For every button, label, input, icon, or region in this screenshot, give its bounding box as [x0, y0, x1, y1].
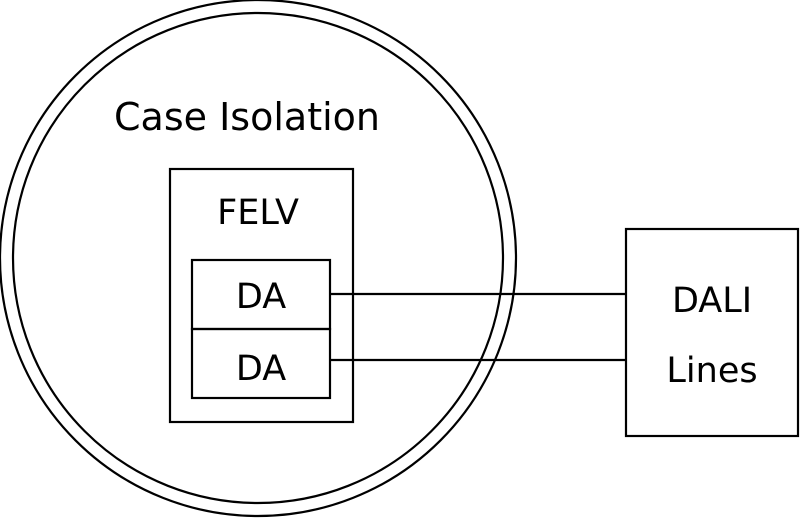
dali-label-line2: Lines [666, 351, 757, 391]
da-box-bottom [190, 327, 332, 400]
case-isolation-outer-circle [0, 0, 518, 518]
da-bottom-label: DA [236, 349, 286, 389]
felv-box [168, 167, 355, 424]
dali-lines-box [624, 227, 800, 438]
felv-label: FELV [217, 193, 299, 233]
dali-label-line1: DALI [672, 281, 752, 321]
da-top-label: DA [236, 277, 286, 317]
case-isolation-inner-circle [11, 11, 505, 505]
case-isolation-enclosure [0, 0, 518, 518]
case-isolation-label: Case Isolation [114, 95, 380, 139]
